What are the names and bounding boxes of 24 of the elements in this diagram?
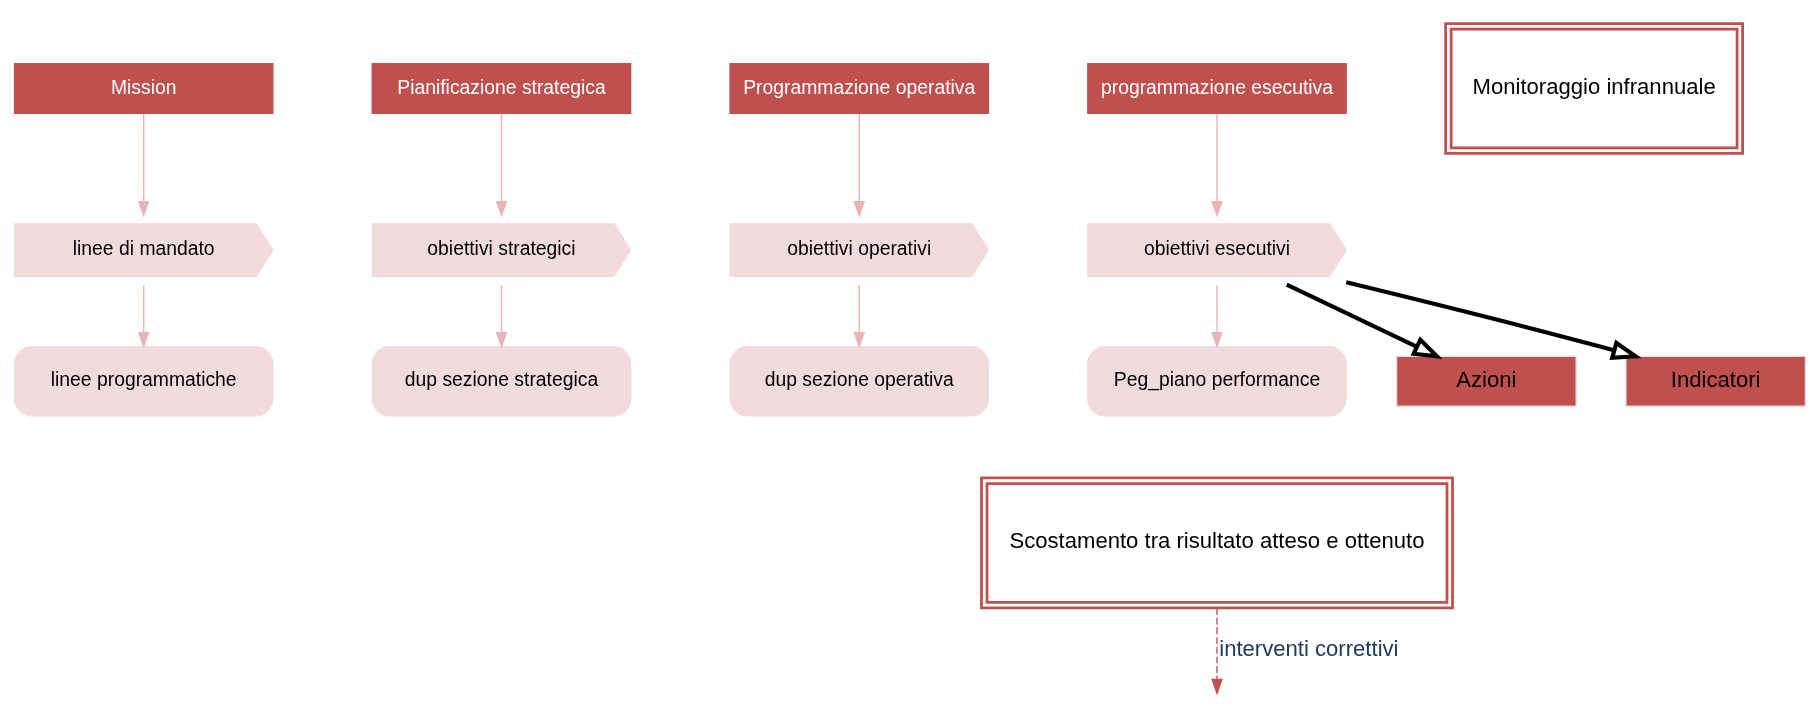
arrow [1285,282,1443,359]
node-box: programmazione esecutiva [1087,62,1347,114]
node-box: Mission [13,62,274,114]
node-box: dup sezione strategica [371,345,632,416]
node-box: Monitoraggio infrannuale [1444,21,1744,155]
arrow [137,112,150,218]
arrow [1211,606,1223,695]
node-box: dup sezione operativa [729,345,990,416]
node-box: linee programmatiche [13,345,274,416]
arrow [853,112,866,218]
arrow [1211,284,1223,348]
arrow [853,284,866,348]
node-box: Scostamento tra risultato atteso e ottenuto [980,476,1454,609]
arrow [1345,279,1642,360]
arrow [495,284,508,348]
node-box: Programmazione operativa [729,62,990,114]
node-box: Peg_piano performance [1087,345,1347,416]
arrow [495,112,508,218]
node-box: Indicatori [1625,355,1807,407]
arrow [137,284,150,348]
edge-label: interventi correttivi [1219,635,1399,661]
arrow [1211,112,1223,218]
node-box: Azioni [1395,355,1577,407]
node-box: Pianificazione strategica [371,62,632,114]
